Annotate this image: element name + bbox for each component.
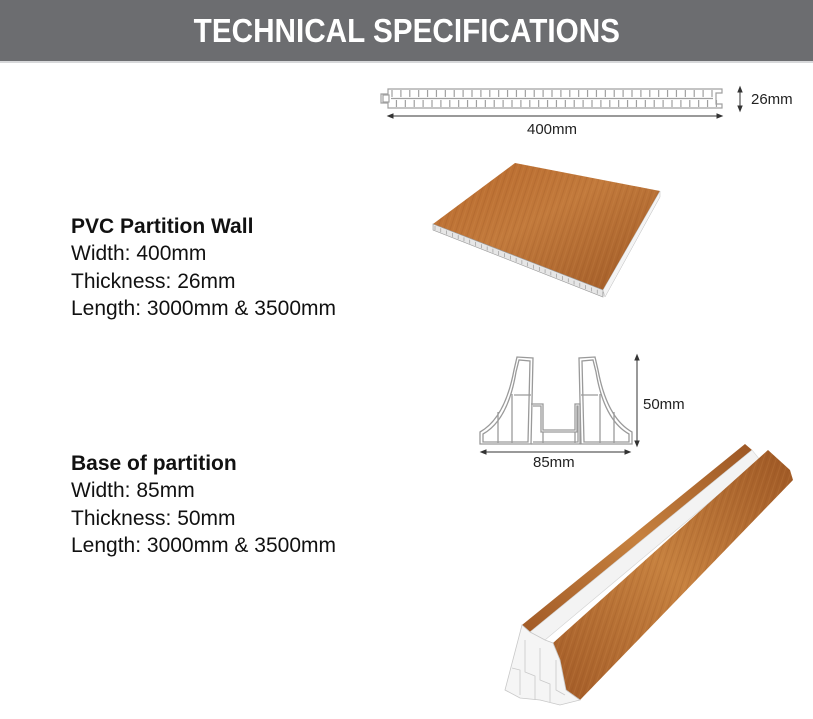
base-width-dimension xyxy=(479,449,632,455)
base-product-image xyxy=(504,444,793,706)
page-title: TECHNICAL SPECIFICATIONS xyxy=(193,11,620,49)
spec-width: Width: 85mm xyxy=(71,479,195,502)
header-banner: TECHNICAL SPECIFICATIONS xyxy=(0,0,813,63)
spec-width: Width: 400mm xyxy=(71,242,207,265)
product-title: PVC Partition Wall xyxy=(71,215,254,238)
base-width-label: 85mm xyxy=(533,454,575,471)
base-of-partition-specs: Base of partition Width: 85mm Thickness:… xyxy=(71,450,336,560)
base-height-label: 50mm xyxy=(643,396,685,413)
base-height-dimension xyxy=(634,353,640,448)
panel-width-dimension xyxy=(386,113,724,119)
product-title: Base of partition xyxy=(71,452,237,475)
panel-thickness-dimension xyxy=(737,85,743,113)
pvc-partition-wall-specs: PVC Partition Wall Width: 400mm Thicknes… xyxy=(71,213,336,323)
pvc-panel-image xyxy=(432,163,661,298)
panel-width-label: 400mm xyxy=(527,121,577,138)
panel-thickness-label: 26mm xyxy=(751,91,793,108)
base-profile-outline xyxy=(479,356,633,445)
spec-thickness: Thickness: 50mm xyxy=(71,506,236,530)
spec-length: Length: 3000mm & 3500mm xyxy=(71,297,336,320)
spec-thickness: Thickness: 26mm xyxy=(71,269,236,293)
spec-length: Length: 3000mm & 3500mm xyxy=(71,534,336,557)
panel-profile-outline xyxy=(380,88,723,109)
